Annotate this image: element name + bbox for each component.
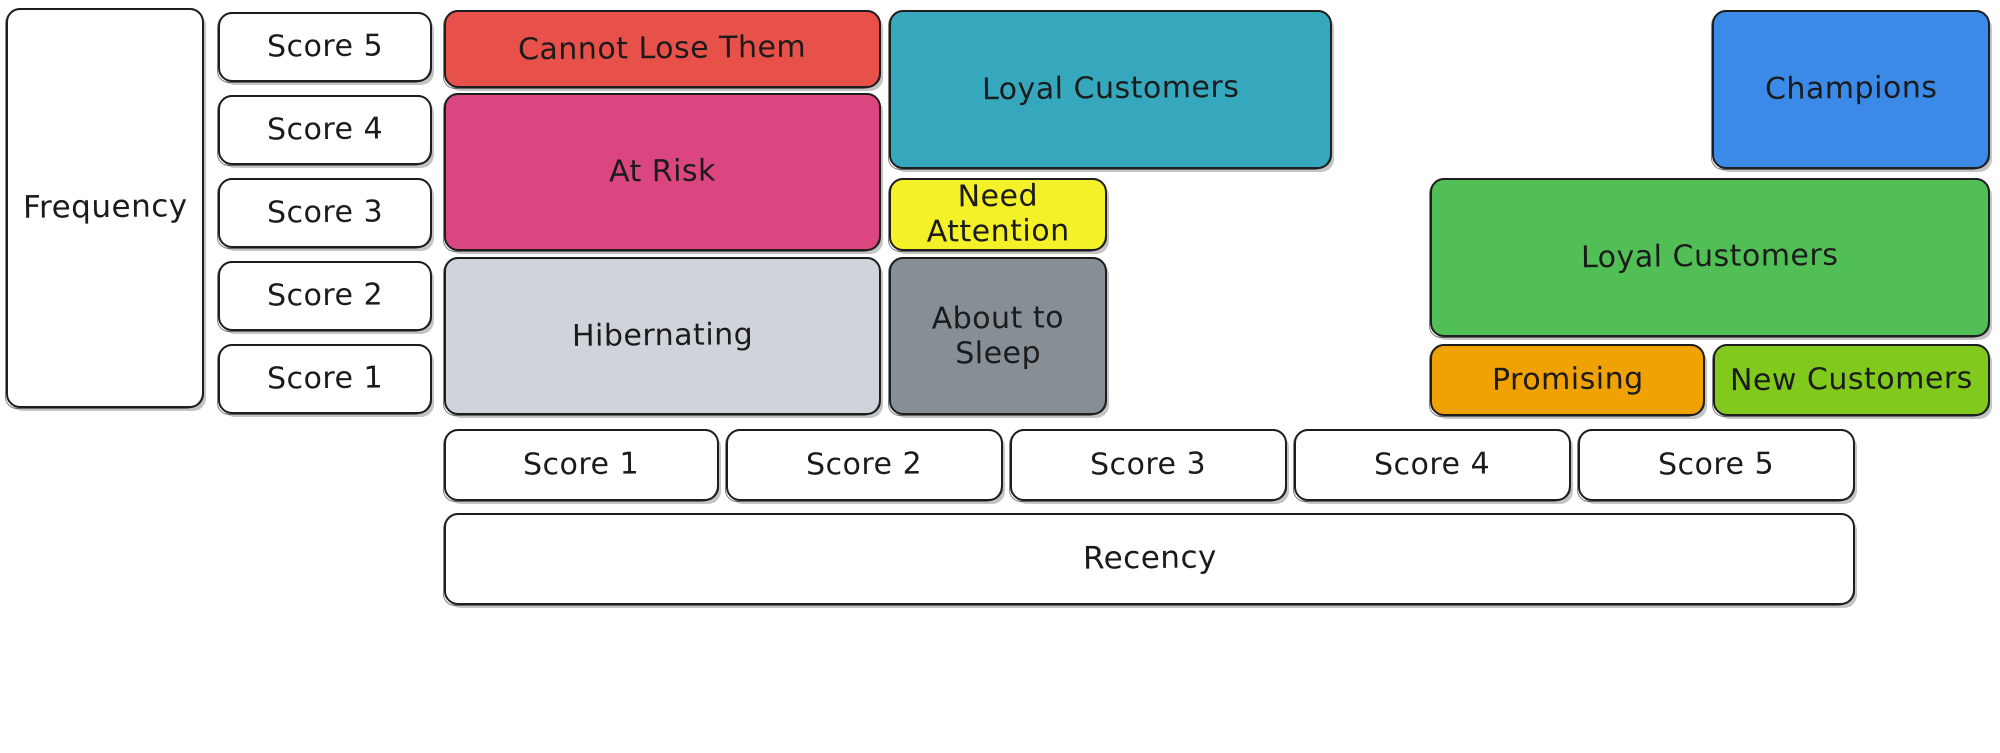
recency-score-1-label: Score 1 xyxy=(523,446,640,483)
frequency-score-4-label: Score 4 xyxy=(266,111,384,148)
recency-score-4[interactable]: Score 4 xyxy=(1293,429,1571,502)
recency-score-2-label: Score 2 xyxy=(806,446,923,483)
segment-cannot-lose-them-label: Cannot Lose Them xyxy=(518,29,807,68)
recency-axis-text: Recency xyxy=(1082,539,1217,577)
segment-promising-label: Promising xyxy=(1491,361,1644,398)
frequency-score-3-label: Score 3 xyxy=(266,194,384,231)
frequency-score-2[interactable]: Score 2 xyxy=(217,261,432,332)
recency-score-5[interactable]: Score 5 xyxy=(1577,429,1855,502)
frequency-score-5-label: Score 5 xyxy=(266,28,384,65)
frequency-axis-label: Frequency xyxy=(5,8,204,409)
recency-score-3-label: Score 3 xyxy=(1090,446,1207,483)
segment-champions[interactable]: Champions xyxy=(1711,10,1990,170)
recency-score-5-label: Score 5 xyxy=(1658,446,1775,483)
segment-at-risk[interactable]: At Risk xyxy=(443,93,881,252)
segment-promising[interactable]: Promising xyxy=(1429,344,1705,417)
frequency-score-4[interactable]: Score 4 xyxy=(217,95,432,166)
segment-hibernating-label: Hibernating xyxy=(571,316,754,354)
recency-score-2[interactable]: Score 2 xyxy=(725,429,1003,502)
segment-need-attention[interactable]: Need Attention xyxy=(888,178,1107,252)
segment-champions-label: Champions xyxy=(1764,70,1938,108)
segment-need-attention-label: Need Attention xyxy=(926,178,1070,250)
frequency-axis-text: Frequency xyxy=(22,188,188,226)
recency-score-3[interactable]: Score 3 xyxy=(1009,429,1287,502)
recency-score-1[interactable]: Score 1 xyxy=(443,429,719,502)
segment-hibernating[interactable]: Hibernating xyxy=(443,257,881,416)
segment-at-risk-label: At Risk xyxy=(608,153,717,190)
recency-axis-label: Recency xyxy=(443,513,1855,606)
segment-about-to-sleep[interactable]: About to Sleep xyxy=(888,257,1107,416)
segment-loyal-customers-green-label: Loyal Customers xyxy=(1581,238,1839,276)
segment-new-customers[interactable]: New Customers xyxy=(1712,344,1990,417)
segment-loyal-customers-teal-label: Loyal Customers xyxy=(981,70,1240,108)
segment-cannot-lose-them[interactable]: Cannot Lose Them xyxy=(443,10,881,89)
recency-score-4-label: Score 4 xyxy=(1374,446,1491,483)
frequency-score-1[interactable]: Score 1 xyxy=(217,344,432,415)
segment-loyal-customers-green[interactable]: Loyal Customers xyxy=(1429,178,1990,338)
frequency-score-3[interactable]: Score 3 xyxy=(217,178,432,249)
frequency-score-1-label: Score 1 xyxy=(266,360,384,397)
segment-new-customers-label: New Customers xyxy=(1729,360,1974,398)
segment-about-to-sleep-label: About to Sleep xyxy=(931,299,1065,371)
frequency-score-5[interactable]: Score 5 xyxy=(217,12,432,83)
segment-loyal-customers-teal[interactable]: Loyal Customers xyxy=(888,10,1332,170)
frequency-score-2-label: Score 2 xyxy=(266,277,384,314)
